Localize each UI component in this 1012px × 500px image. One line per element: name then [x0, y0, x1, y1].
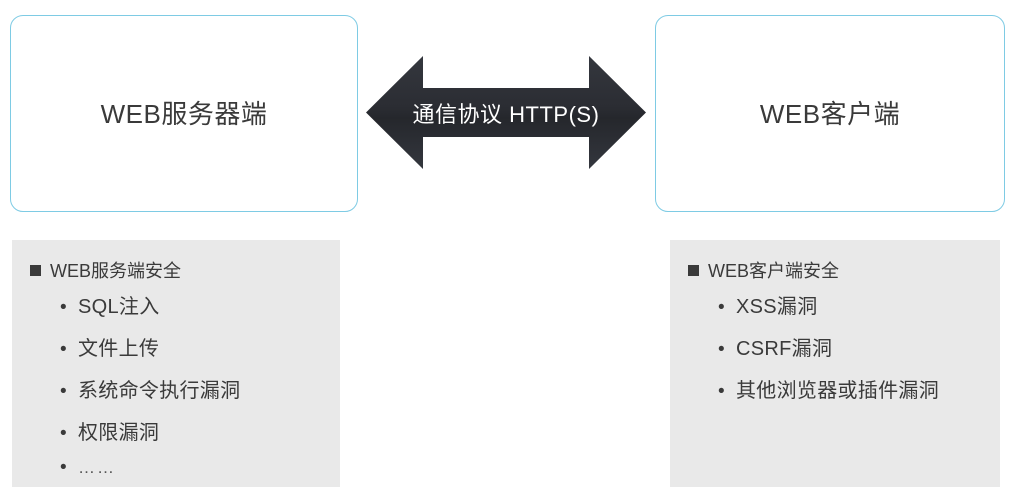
server-security-list: • SQL注入 • 文件上传 • 系统命令执行漏洞 • 权限漏洞 • …… [60, 290, 334, 500]
web-server-node: WEB服务器端 [10, 15, 358, 212]
dot-bullet-icon: • [718, 297, 725, 318]
square-bullet-icon [688, 264, 699, 276]
protocol-label: 通信协议 HTTP(S) [412, 101, 600, 127]
list-item: • CSRF漏洞 [718, 332, 994, 374]
client-panel-heading: WEB客户端安全 [688, 257, 839, 283]
client-panel-heading-text: WEB客户端安全 [708, 261, 840, 281]
list-item: • 系统命令执行漏洞 [60, 374, 334, 416]
list-item-label: XSS漏洞 [736, 296, 818, 318]
list-item: • 其他浏览器或插件漏洞 [718, 374, 994, 416]
list-item-label: 其他浏览器或插件漏洞 [736, 380, 939, 402]
dot-bullet-icon: • [718, 339, 725, 360]
server-security-panel: WEB服务端安全 • SQL注入 • 文件上传 • 系统命令执行漏洞 • 权限漏… [12, 240, 340, 487]
list-item-label: CSRF漏洞 [736, 338, 833, 360]
web-client-node: WEB客户端 [655, 15, 1005, 212]
list-item: • …… [60, 458, 334, 500]
list-item-label: SQL注入 [78, 296, 160, 318]
server-panel-heading: WEB服务端安全 [30, 257, 181, 283]
list-item-label: 文件上传 [78, 338, 160, 360]
list-item-label: 权限漏洞 [78, 422, 160, 444]
square-bullet-icon [30, 264, 41, 276]
list-item: • 文件上传 [60, 332, 334, 374]
dot-bullet-icon: • [60, 339, 67, 360]
client-security-list: • XSS漏洞 • CSRF漏洞 • 其他浏览器或插件漏洞 [718, 290, 994, 416]
dot-bullet-icon: • [60, 457, 67, 478]
list-item-label: …… [78, 458, 116, 477]
list-item: • XSS漏洞 [718, 290, 994, 332]
list-item: • SQL注入 [60, 290, 334, 332]
protocol-connector: 通信协议 HTTP(S) [366, 56, 646, 169]
client-security-panel: WEB客户端安全 • XSS漏洞 • CSRF漏洞 • 其他浏览器或插件漏洞 [670, 240, 1000, 487]
dot-bullet-icon: • [60, 381, 67, 402]
list-item: • 权限漏洞 [60, 416, 334, 458]
web-server-node-label: WEB服务器端 [100, 98, 268, 129]
server-panel-heading-text: WEB服务端安全 [50, 261, 182, 281]
dot-bullet-icon: • [718, 381, 725, 402]
dot-bullet-icon: • [60, 297, 67, 318]
list-item-label: 系统命令执行漏洞 [78, 380, 241, 402]
dot-bullet-icon: • [60, 423, 67, 444]
web-client-node-label: WEB客户端 [759, 98, 901, 129]
double-headed-arrow-icon [366, 56, 646, 169]
